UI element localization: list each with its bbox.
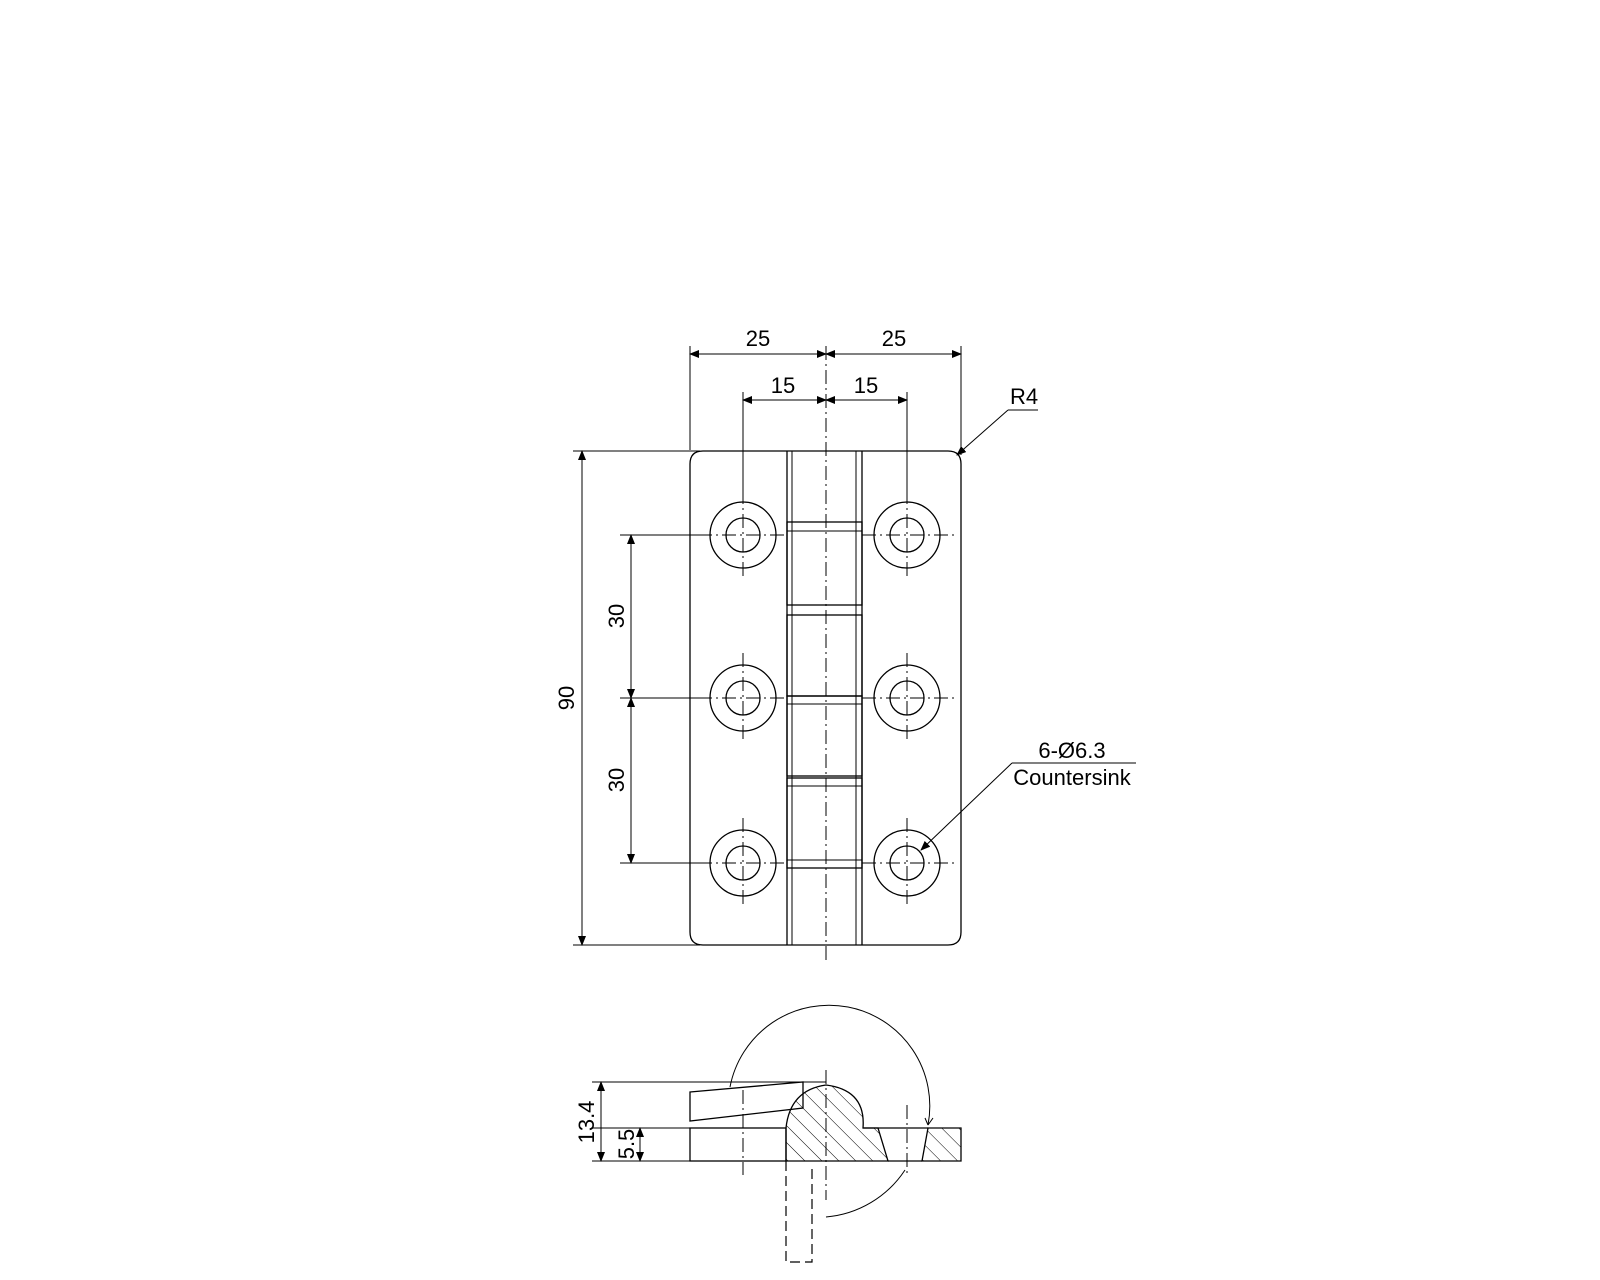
callout-corner-radius: R4 [956,384,1038,456]
dim-label: 13.4 [574,1101,599,1144]
callout-hole-spec: 6-Ø6.3 Countersink [920,738,1136,851]
knuckle-segment [786,521,863,606]
dim-label: R4 [1010,384,1038,409]
left-leaf [689,1127,787,1162]
dim-side-height: 13.4 5.5 [574,1081,826,1162]
hinge-outline [689,450,962,946]
dim-overall-height: 90 [554,450,700,946]
dim-label: 25 [882,326,906,351]
dim-label: Countersink [1013,765,1131,790]
countersink-hole [698,490,788,580]
left-leaf-dropped [785,1161,813,1263]
dim-hole-pitch: 30 30 [604,534,635,864]
knuckle-segment [786,614,863,697]
dim-label: 90 [554,686,579,710]
front-view: 25 25 15 15 90 30 30 R4 [554,326,1136,960]
knuckle-segment [786,777,863,869]
dim-label: 6-Ø6.3 [1038,738,1105,763]
countersink-holes [698,490,955,908]
dim-label: 25 [746,326,770,351]
dim-label: 30 [604,604,629,628]
knuckle-segment [786,695,863,777]
countersink-hole [698,818,788,908]
rotation-arc [729,1004,931,1126]
countersink-hole [698,653,788,743]
dim-label: 30 [604,768,629,792]
right-leaf-end [921,1127,962,1162]
countersink-hole [862,490,955,580]
dim-label: 15 [771,373,795,398]
countersink-hole [862,818,955,908]
left-leaf-open [689,1081,804,1122]
countersink-hole [862,653,955,743]
dim-label: 15 [854,373,878,398]
dim-label: 5.5 [614,1129,639,1160]
rotation-arc-lower [825,1169,906,1218]
knuckle-section [785,1084,889,1162]
dim-top-widths: 25 25 [689,326,962,455]
dim-hole-offsets: 15 15 [742,373,908,490]
knuckle-segments [786,521,863,869]
side-view: 13.4 5.5 [574,1004,962,1263]
